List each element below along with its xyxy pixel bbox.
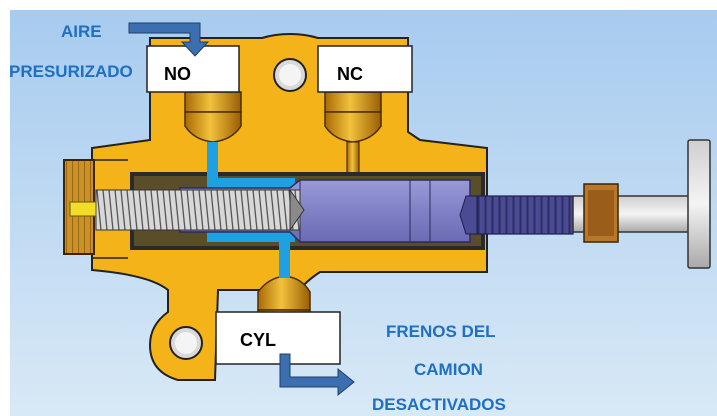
port-fitting-nc xyxy=(324,91,382,179)
return-spring xyxy=(95,189,301,231)
plunger-rod xyxy=(572,139,711,269)
output-label-line3: DESACTIVADOS xyxy=(372,395,506,414)
port-label-cyl: CYL xyxy=(240,330,276,350)
supply-arrow xyxy=(128,22,210,57)
supply-label-line1: AIRE xyxy=(61,22,102,41)
port-box-cyl: CYL xyxy=(215,311,341,365)
stem-thread xyxy=(474,195,574,235)
output-arrow xyxy=(279,353,355,397)
port-label-no: NO xyxy=(164,64,191,84)
end-cap-nut xyxy=(63,159,97,255)
port-box-no: NO xyxy=(146,45,240,93)
port-fitting-no xyxy=(184,91,242,143)
supply-label-line2: PRESURIZADO xyxy=(9,62,133,81)
output-label-line1: FRENOS DEL xyxy=(386,322,496,341)
output-label-line2: CAMION xyxy=(414,360,483,379)
plunger-knob xyxy=(687,139,711,269)
port-label-nc: NC xyxy=(337,64,363,84)
port-box-nc: NC xyxy=(317,45,413,93)
